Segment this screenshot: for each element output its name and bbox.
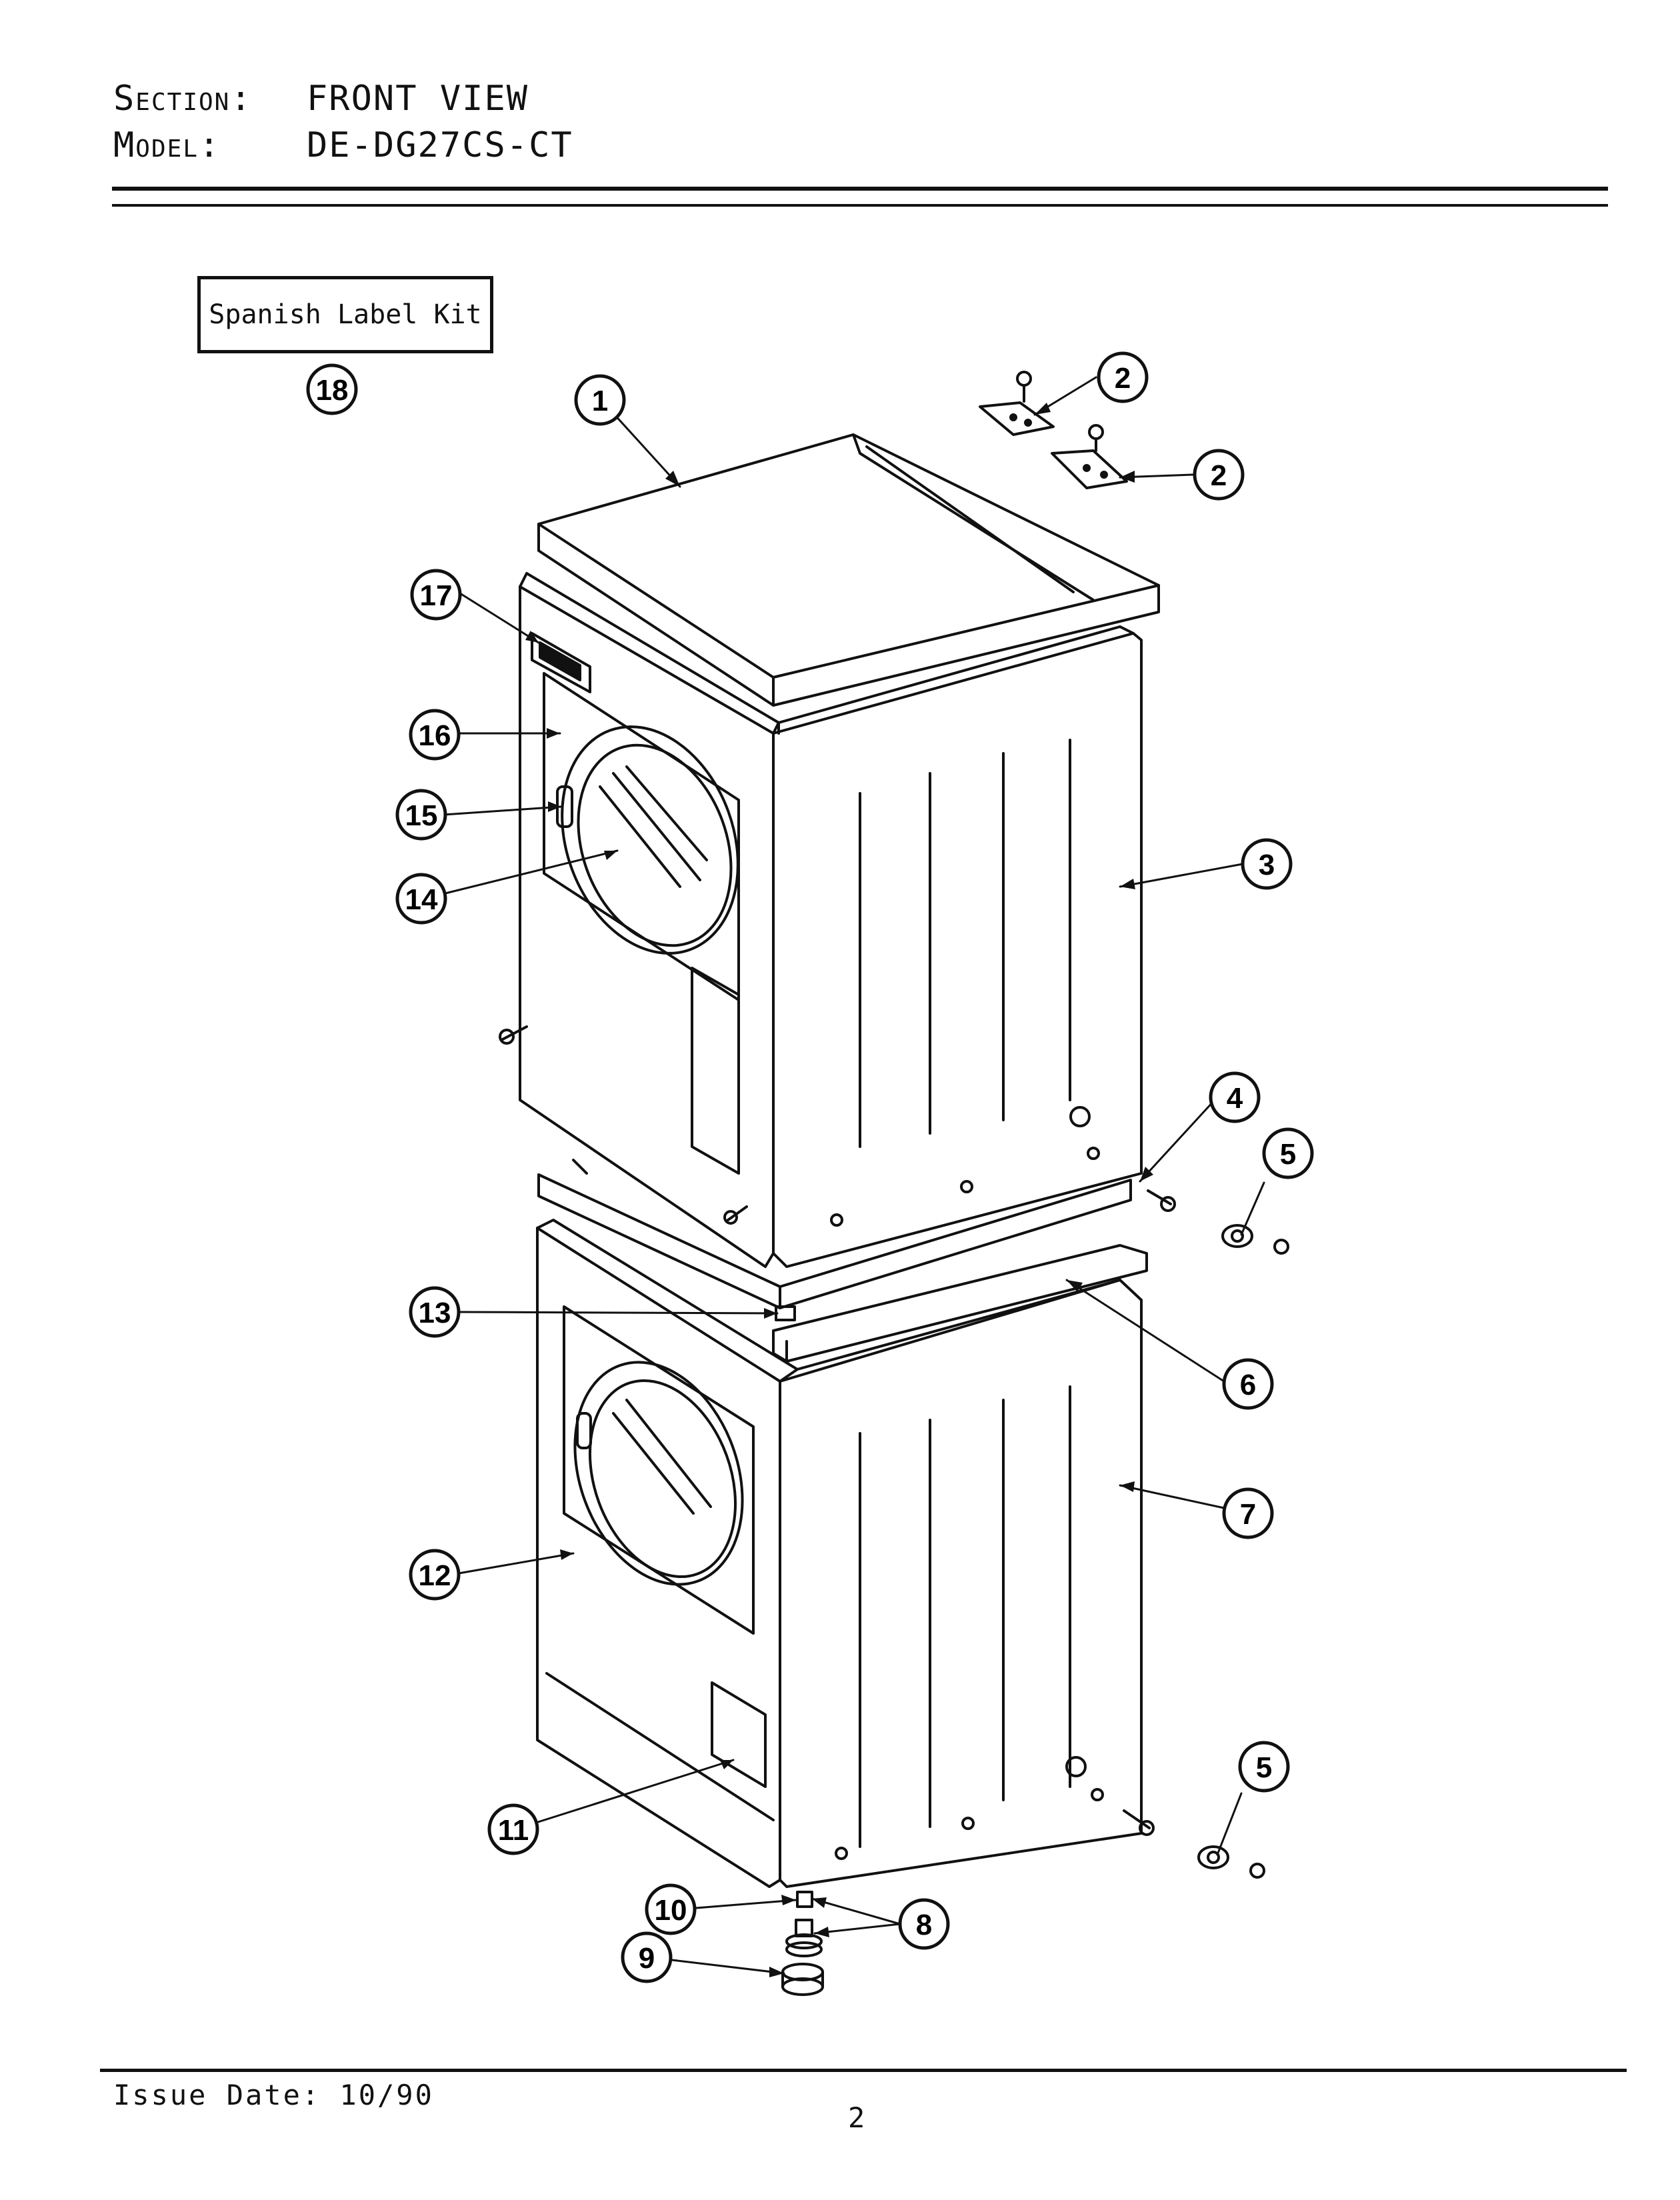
svg-text:9: 9 xyxy=(639,1942,655,1975)
header-rule-thin xyxy=(112,204,1608,207)
upper-dryer-cabinet xyxy=(519,572,1143,1268)
model-heading: Model: DE-DG27CS-CT xyxy=(113,125,573,165)
model-key: Model: xyxy=(113,125,221,165)
lower-door-window xyxy=(563,1305,755,1635)
svg-text:3: 3 xyxy=(1259,849,1275,881)
callout-14: 14 xyxy=(395,873,447,925)
control-label-plate xyxy=(531,632,591,693)
svg-text:11: 11 xyxy=(498,1814,529,1847)
svg-text:15: 15 xyxy=(405,799,438,832)
callout-15: 15 xyxy=(395,789,447,841)
svg-text:5: 5 xyxy=(1256,1751,1272,1784)
lower-side-screw xyxy=(1123,1809,1155,1836)
lower-door-handle xyxy=(576,1412,592,1449)
callout-8: 8 xyxy=(898,1898,950,1950)
callout-11: 11 xyxy=(487,1803,539,1855)
upper-front-screws xyxy=(499,1025,1176,1225)
hinge-plate-upper xyxy=(979,401,1055,436)
svg-text:1: 1 xyxy=(592,385,608,417)
callout-5-upper: 5 xyxy=(1262,1127,1314,1179)
callout-3: 3 xyxy=(1241,838,1293,890)
upper-access-panel xyxy=(691,967,740,1175)
callout-17: 17 xyxy=(410,569,462,621)
callout-2-upper: 2 xyxy=(1097,351,1149,403)
svg-text:17: 17 xyxy=(420,579,453,612)
callout-18: 18 xyxy=(306,363,358,415)
spanish-label-kit-box: Spanish Label Kit xyxy=(197,276,493,353)
issue-date: Issue Date: 10/90 xyxy=(113,2079,434,2111)
svg-text:16: 16 xyxy=(419,719,451,752)
svg-text:2: 2 xyxy=(1211,459,1227,492)
callout-12: 12 xyxy=(409,1549,461,1601)
leveling-leg-parts xyxy=(781,1891,824,1996)
svg-text:7: 7 xyxy=(1240,1498,1256,1531)
hinge-screws xyxy=(1016,371,1104,452)
callout-7: 7 xyxy=(1222,1487,1274,1539)
callout-9: 9 xyxy=(621,1931,673,1983)
callout-1: 1 xyxy=(574,374,626,426)
callout-13: 13 xyxy=(409,1286,461,1338)
callout-2-lower: 2 xyxy=(1193,449,1245,501)
section-value: FRONT VIEW xyxy=(307,79,529,119)
header-rule-thick xyxy=(112,187,1608,191)
svg-text:18: 18 xyxy=(316,374,349,407)
vent-clamp-lower xyxy=(1197,1845,1265,1879)
svg-text:12: 12 xyxy=(419,1559,451,1592)
svg-text:14: 14 xyxy=(405,883,438,916)
lower-kick-panel xyxy=(545,1672,775,1821)
model-value: DE-DG27CS-CT xyxy=(307,125,573,165)
top-cover-panel xyxy=(537,433,1160,707)
upper-door-window xyxy=(543,672,740,1001)
svg-text:13: 13 xyxy=(419,1297,451,1329)
stacking-bracket xyxy=(537,1159,1132,1309)
svg-text:2: 2 xyxy=(1115,362,1131,395)
spacer-frame xyxy=(772,1244,1148,1363)
leader-arrowheads xyxy=(525,403,1153,1977)
svg-text:5: 5 xyxy=(1280,1138,1296,1171)
hinge-plate-lower xyxy=(1051,449,1128,489)
callout-16: 16 xyxy=(409,709,461,761)
svg-text:8: 8 xyxy=(916,1909,932,1941)
callout-5-lower: 5 xyxy=(1238,1741,1290,1793)
footer-rule xyxy=(100,2069,1627,2072)
section-key: Section: xyxy=(113,79,253,119)
callout-6: 6 xyxy=(1222,1358,1274,1410)
section-heading: Section: FRONT VIEW xyxy=(113,79,529,119)
lower-dryer-cabinet xyxy=(536,1219,1143,1888)
svg-text:6: 6 xyxy=(1240,1369,1256,1401)
vent-clamp-upper xyxy=(1221,1224,1289,1255)
svg-text:4: 4 xyxy=(1227,1082,1243,1115)
page-number: 2 xyxy=(848,2101,865,2134)
callout-10: 10 xyxy=(645,1883,697,1935)
svg-text:10: 10 xyxy=(655,1894,687,1927)
callout-4: 4 xyxy=(1209,1071,1261,1123)
